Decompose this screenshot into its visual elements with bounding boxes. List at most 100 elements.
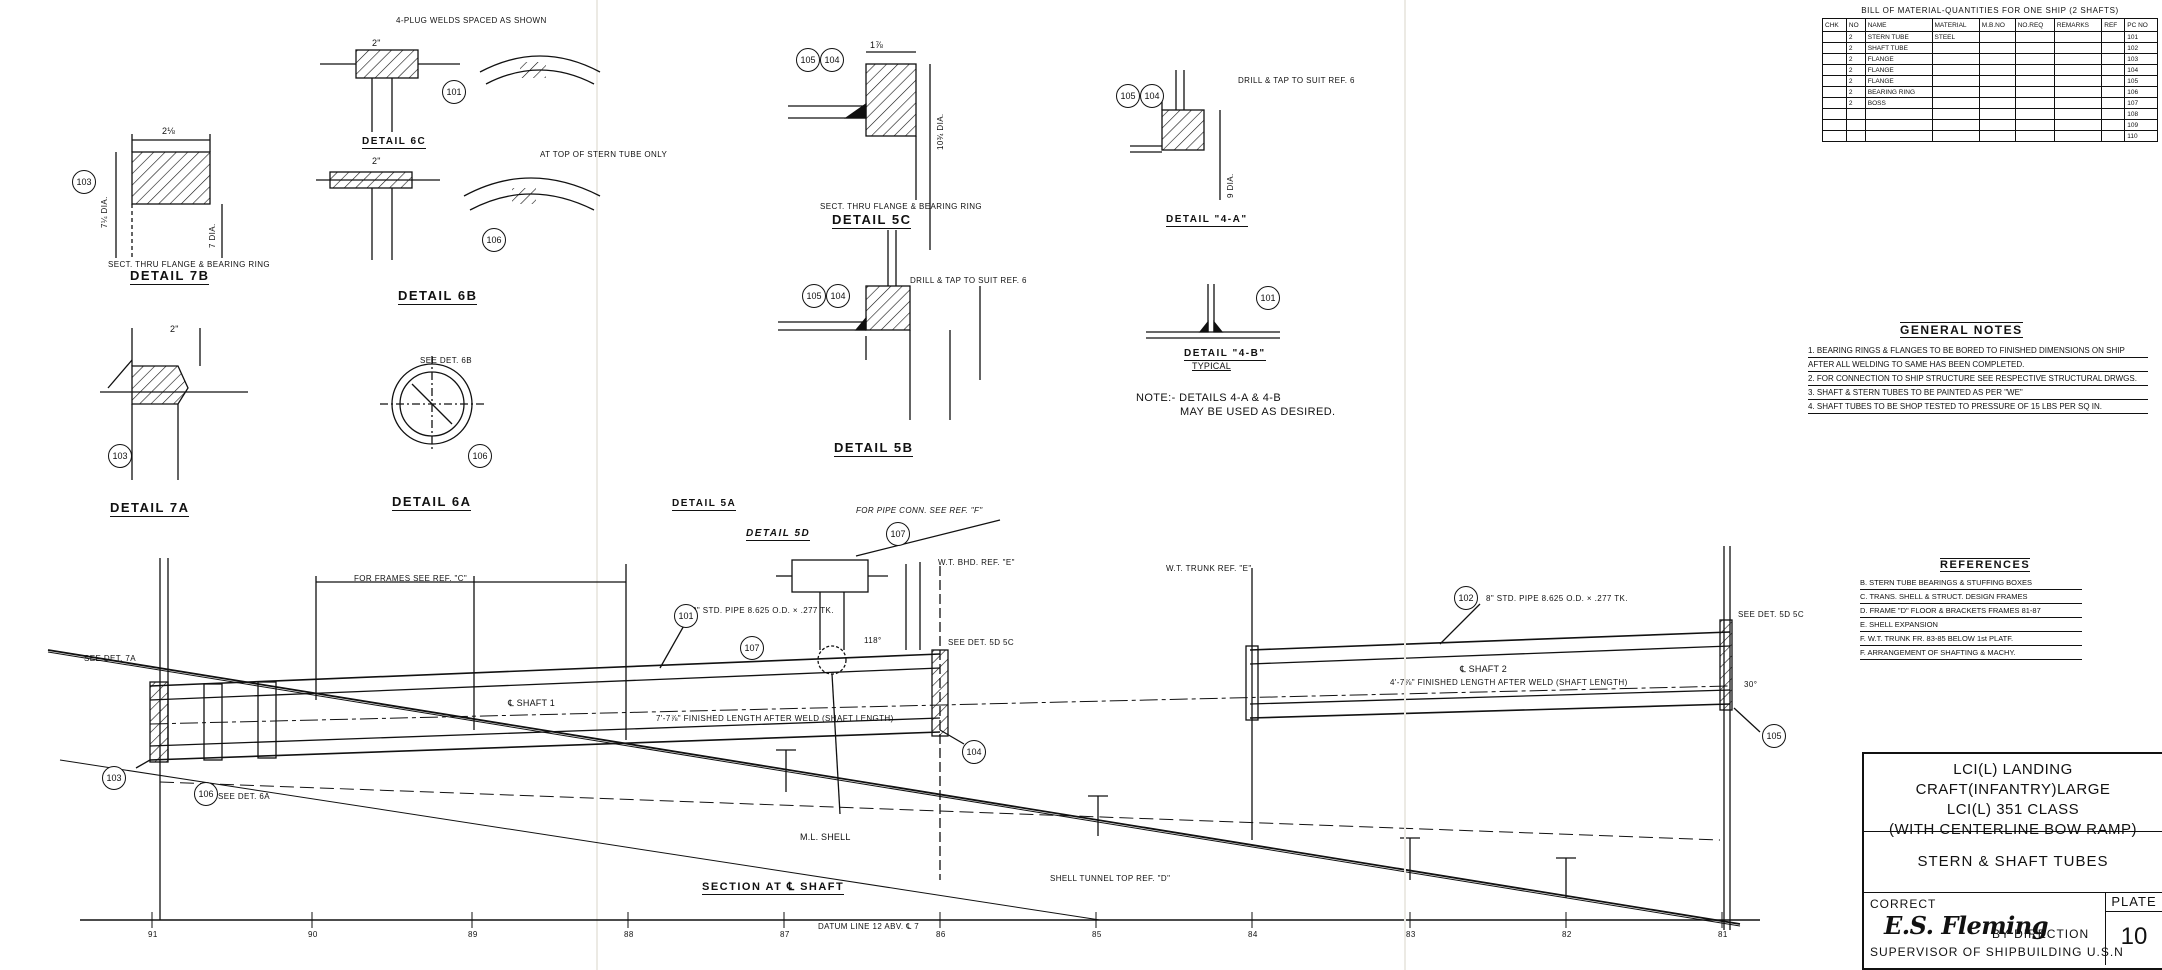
plate-number: 10 xyxy=(2120,923,2148,950)
frame-number: 82 xyxy=(1562,930,1572,939)
bom-header: NO.REQ xyxy=(2014,18,2055,32)
wt-trunk-label: W.T. TRUNK REF. "E" xyxy=(1166,564,1252,573)
bom-header: PC NO xyxy=(2124,18,2158,32)
bom-pc: 105 xyxy=(2124,75,2158,87)
part-balloon: 104 xyxy=(1140,84,1164,108)
bom-no xyxy=(1845,130,1866,142)
detail-6c-figure xyxy=(320,49,601,132)
bom-no: 2 xyxy=(1845,75,1866,87)
plug-welds-label: 4-PLUG WELDS SPACED AS SHOWN xyxy=(396,16,547,25)
see-det-label: SEE DET. 6B xyxy=(420,356,472,365)
detail-4a-title: DETAIL "4-A" xyxy=(1166,214,1248,227)
detail-7a-title: DETAIL 7A xyxy=(110,500,190,517)
detail-5b-figure xyxy=(778,230,981,420)
detail-6a-figure xyxy=(380,356,484,452)
bom-req xyxy=(2014,130,2055,142)
stern-tube-pipe-label: 8" STD. PIPE 8.625 O.D. × .277 TK. xyxy=(692,606,834,615)
bom-no xyxy=(1845,108,1866,120)
bom-chk xyxy=(1822,64,1847,76)
bom-ref xyxy=(2101,97,2126,109)
section-figure xyxy=(47,519,1761,930)
bom-name: BOSS xyxy=(1864,97,1933,109)
finished-length-label: 7'-7⅞" FINISHED LENGTH AFTER WELD (SHAFT… xyxy=(656,714,894,723)
bom-remarks xyxy=(2053,86,2103,98)
detail-note-line2: MAY BE USED AS DESIRED. xyxy=(1180,406,1336,418)
bom-ref xyxy=(2101,64,2126,76)
bom-pc: 106 xyxy=(2124,86,2158,98)
frame-number: 89 xyxy=(468,930,478,939)
angle-label: 30° xyxy=(1744,680,1758,689)
bom-pc: 104 xyxy=(2124,64,2158,76)
bom-material xyxy=(1931,42,1980,54)
general-notes-title: GENERAL NOTES xyxy=(1900,322,2023,338)
bom-pc: 107 xyxy=(2124,97,2158,109)
sect-thru-label: SECT. THRU FLANGE & BEARING RING xyxy=(108,260,271,269)
part-balloon: 105 xyxy=(802,284,826,308)
bom-material xyxy=(1931,64,1980,76)
see-det-label: SEE DET. 6A xyxy=(218,792,270,801)
bom-remarks xyxy=(2053,75,2103,87)
bom-pc: 102 xyxy=(2124,42,2158,54)
bom-mb xyxy=(1978,42,2016,54)
dim-label: 2" xyxy=(372,38,381,48)
bom-pc: 109 xyxy=(2124,119,2158,131)
bom-mb xyxy=(1978,119,2016,131)
angle-label: 118° xyxy=(864,636,882,645)
bom-req xyxy=(2014,97,2055,109)
bom-header: MATERIAL xyxy=(1931,18,1980,32)
bom-material xyxy=(1931,75,1980,87)
detail-5a-title: DETAIL 5A xyxy=(672,498,737,511)
general-note: 1. BEARING RINGS & FLANGES TO BE BORED T… xyxy=(1808,344,2148,358)
part-balloon: 101 xyxy=(442,80,466,104)
reference-item: B. STERN TUBE BEARINGS & STUFFING BOXES xyxy=(1860,576,2082,590)
detail-6b-title: DETAIL 6B xyxy=(398,288,478,305)
bom-pc: 108 xyxy=(2124,108,2158,120)
frame-number: 85 xyxy=(1092,930,1102,939)
bom-ref xyxy=(2101,130,2126,142)
bom-mb xyxy=(1978,64,2016,76)
frame-number: 90 xyxy=(308,930,318,939)
correct-label: CORRECT xyxy=(1870,897,1937,911)
bom-header: NAME xyxy=(1864,18,1933,32)
reference-item: E. SHELL EXPANSION xyxy=(1860,618,2082,632)
at-top-label: AT TOP OF STERN TUBE ONLY xyxy=(540,150,668,159)
finished-length-label: 4'-7⅞" FINISHED LENGTH AFTER WELD (SHAFT… xyxy=(1390,678,1628,687)
detail-7b-title: DETAIL 7B xyxy=(130,268,210,285)
bom-mb xyxy=(1978,97,2016,109)
bom-ref xyxy=(2101,75,2126,87)
bom-row: 108 xyxy=(1822,108,2158,120)
by-direction-label: BY DIRECTION xyxy=(1992,927,2090,941)
drill-tap-label: DRILL & TAP TO SUIT REF. 6 xyxy=(910,276,1027,285)
bom-req xyxy=(2014,86,2055,98)
general-notes: 1. BEARING RINGS & FLANGES TO BE BORED T… xyxy=(1808,344,2148,414)
bom-ref xyxy=(2101,53,2126,65)
bom-header: CHK xyxy=(1822,18,1847,32)
bom-req xyxy=(2014,64,2055,76)
bom-remarks xyxy=(2053,97,2103,109)
bom-mb xyxy=(1978,108,2016,120)
bom-name xyxy=(1864,119,1933,131)
shaft-cl-label: ℄ SHAFT 2 xyxy=(1460,664,1507,674)
detail-5c-title: DETAIL 5C xyxy=(832,212,912,229)
bom-remarks xyxy=(2053,42,2103,54)
detail-4b-figure xyxy=(1146,284,1280,339)
reference-item: C. TRANS. SHELL & STRUCT. DESIGN FRAMES xyxy=(1860,590,2082,604)
title-block: LCI(L) LANDING CRAFT(INFANTRY)LARGE LCI(… xyxy=(1862,752,2162,970)
references-list: B. STERN TUBE BEARINGS & STUFFING BOXES … xyxy=(1860,576,2082,660)
shell-tunnel-label: SHELL TUNNEL TOP REF. "D" xyxy=(1050,874,1171,883)
part-balloon: 103 xyxy=(108,444,132,468)
plate-label: PLATE xyxy=(2106,893,2162,912)
part-balloon: 101 xyxy=(674,604,698,628)
detail-5d-title: DETAIL 5D xyxy=(746,528,811,541)
detail-6b-figure xyxy=(316,171,601,260)
approval-block: CORRECT E.S. Fleming BY DIRECTION SUPERV… xyxy=(1864,893,2162,965)
see-det-label: SEE DET. 5D 5C xyxy=(948,638,1015,647)
bom-req xyxy=(2014,53,2055,65)
bom-row: 109 xyxy=(1822,119,2158,131)
